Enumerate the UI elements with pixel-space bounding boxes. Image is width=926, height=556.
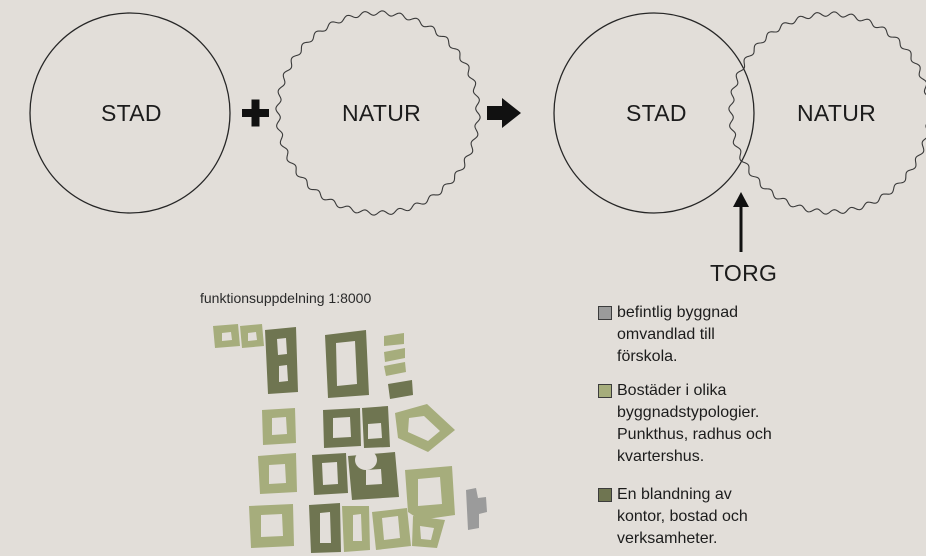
housing-blocks	[213, 324, 455, 552]
natur-wavy-circle-right	[728, 11, 926, 215]
plan-title: funktionsuppdelning 1:8000	[200, 290, 372, 306]
plus-icon	[242, 99, 269, 127]
mixed-use-blocks	[265, 327, 413, 553]
label-torg: TORG	[710, 260, 778, 286]
open-square	[355, 450, 377, 470]
site-plan	[213, 324, 487, 553]
stad-circle-right	[553, 12, 755, 214]
label-natur-left: NATUR	[342, 100, 422, 126]
legend-swatch-grey	[598, 306, 612, 320]
legend-swatch-light-green	[598, 384, 612, 398]
natur-wavy-circle-left	[275, 10, 481, 216]
stad-circle-left	[29, 12, 231, 214]
label-natur-right: NATUR	[797, 100, 877, 126]
label-stad-right: STAD	[626, 100, 687, 126]
label-stad-left: STAD	[101, 100, 162, 126]
up-arrow-icon	[733, 192, 749, 252]
legend-text-housing: Bostäder i olika byggnadstypologier. Pun…	[617, 382, 772, 465]
right-arrow-icon	[487, 98, 521, 128]
legend-swatch-dark-green	[598, 488, 612, 502]
legend-text-mixed: En blandning av kontor, bostad och verks…	[617, 486, 748, 547]
existing-building	[466, 488, 487, 530]
legend-text-preschool: befintlig byggnad omvandlad till förskol…	[617, 304, 738, 365]
